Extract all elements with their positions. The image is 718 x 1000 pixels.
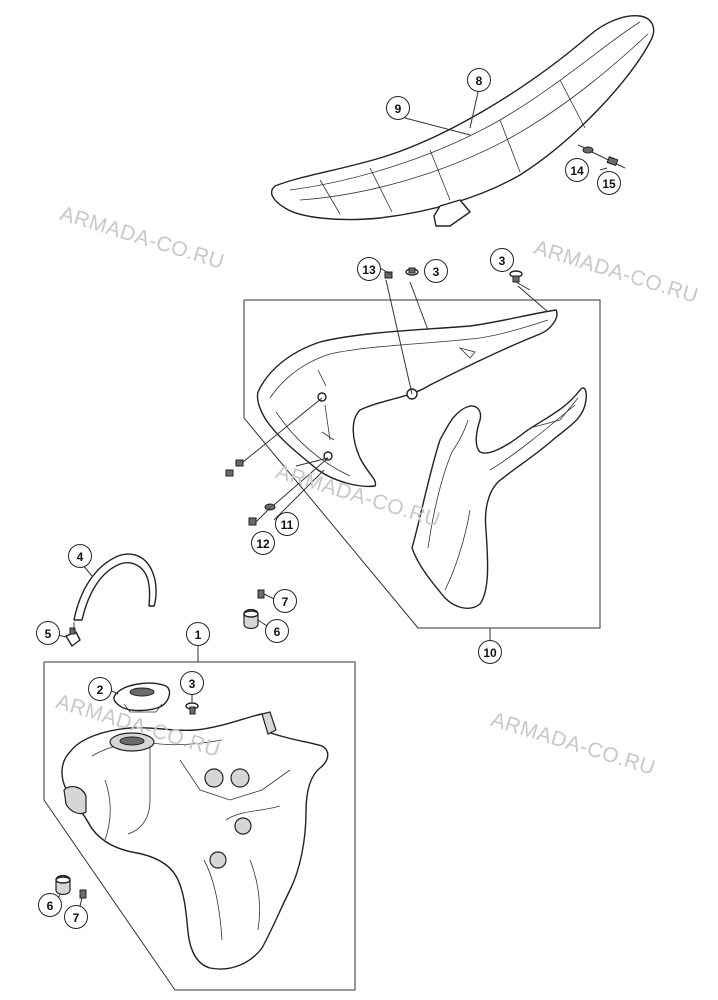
callout-13[interactable]: 13	[357, 257, 381, 281]
callout-3-spoiler-left[interactable]: 3	[424, 259, 448, 283]
fuel-tank-group-frame	[43, 646, 356, 991]
fuel-cap	[113, 682, 171, 713]
callout-3-spoiler-right[interactable]: 3	[490, 248, 514, 272]
callout-8[interactable]: 8	[467, 68, 491, 92]
callout-11[interactable]: 11	[275, 512, 299, 536]
rubber-bushing-lower	[55, 874, 87, 899]
callout-4[interactable]: 4	[68, 544, 92, 568]
callout-5[interactable]: 5	[36, 621, 60, 645]
fuel-hose	[73, 553, 157, 621]
callout-3-fuel-cap[interactable]: 3	[180, 671, 204, 695]
callout-6-upper[interactable]: 6	[265, 619, 289, 643]
callout-6-lower[interactable]: 6	[38, 893, 62, 917]
callout-14[interactable]: 14	[565, 158, 589, 182]
callout-1[interactable]: 1	[186, 622, 210, 646]
callout-10[interactable]: 10	[478, 640, 502, 664]
spoiler-right	[411, 387, 587, 609]
fuel-cap-screw	[185, 702, 199, 715]
callout-12[interactable]: 12	[251, 531, 275, 555]
callout-2[interactable]: 2	[88, 677, 112, 701]
callout-15[interactable]: 15	[597, 171, 621, 195]
rubber-bushing-upper	[243, 589, 265, 630]
spoiler-group-frame	[243, 299, 601, 640]
spoiler-screws	[225, 267, 531, 526]
spoiler-left	[256, 279, 558, 488]
callout-7-upper[interactable]: 7	[273, 589, 297, 613]
seat	[270, 15, 655, 227]
callout-7-lower[interactable]: 7	[64, 905, 88, 929]
callout-9[interactable]: 9	[386, 96, 410, 120]
seat-bolt-15	[599, 156, 619, 171]
fuel-tank	[61, 711, 329, 970]
hose-fitting	[65, 622, 81, 647]
